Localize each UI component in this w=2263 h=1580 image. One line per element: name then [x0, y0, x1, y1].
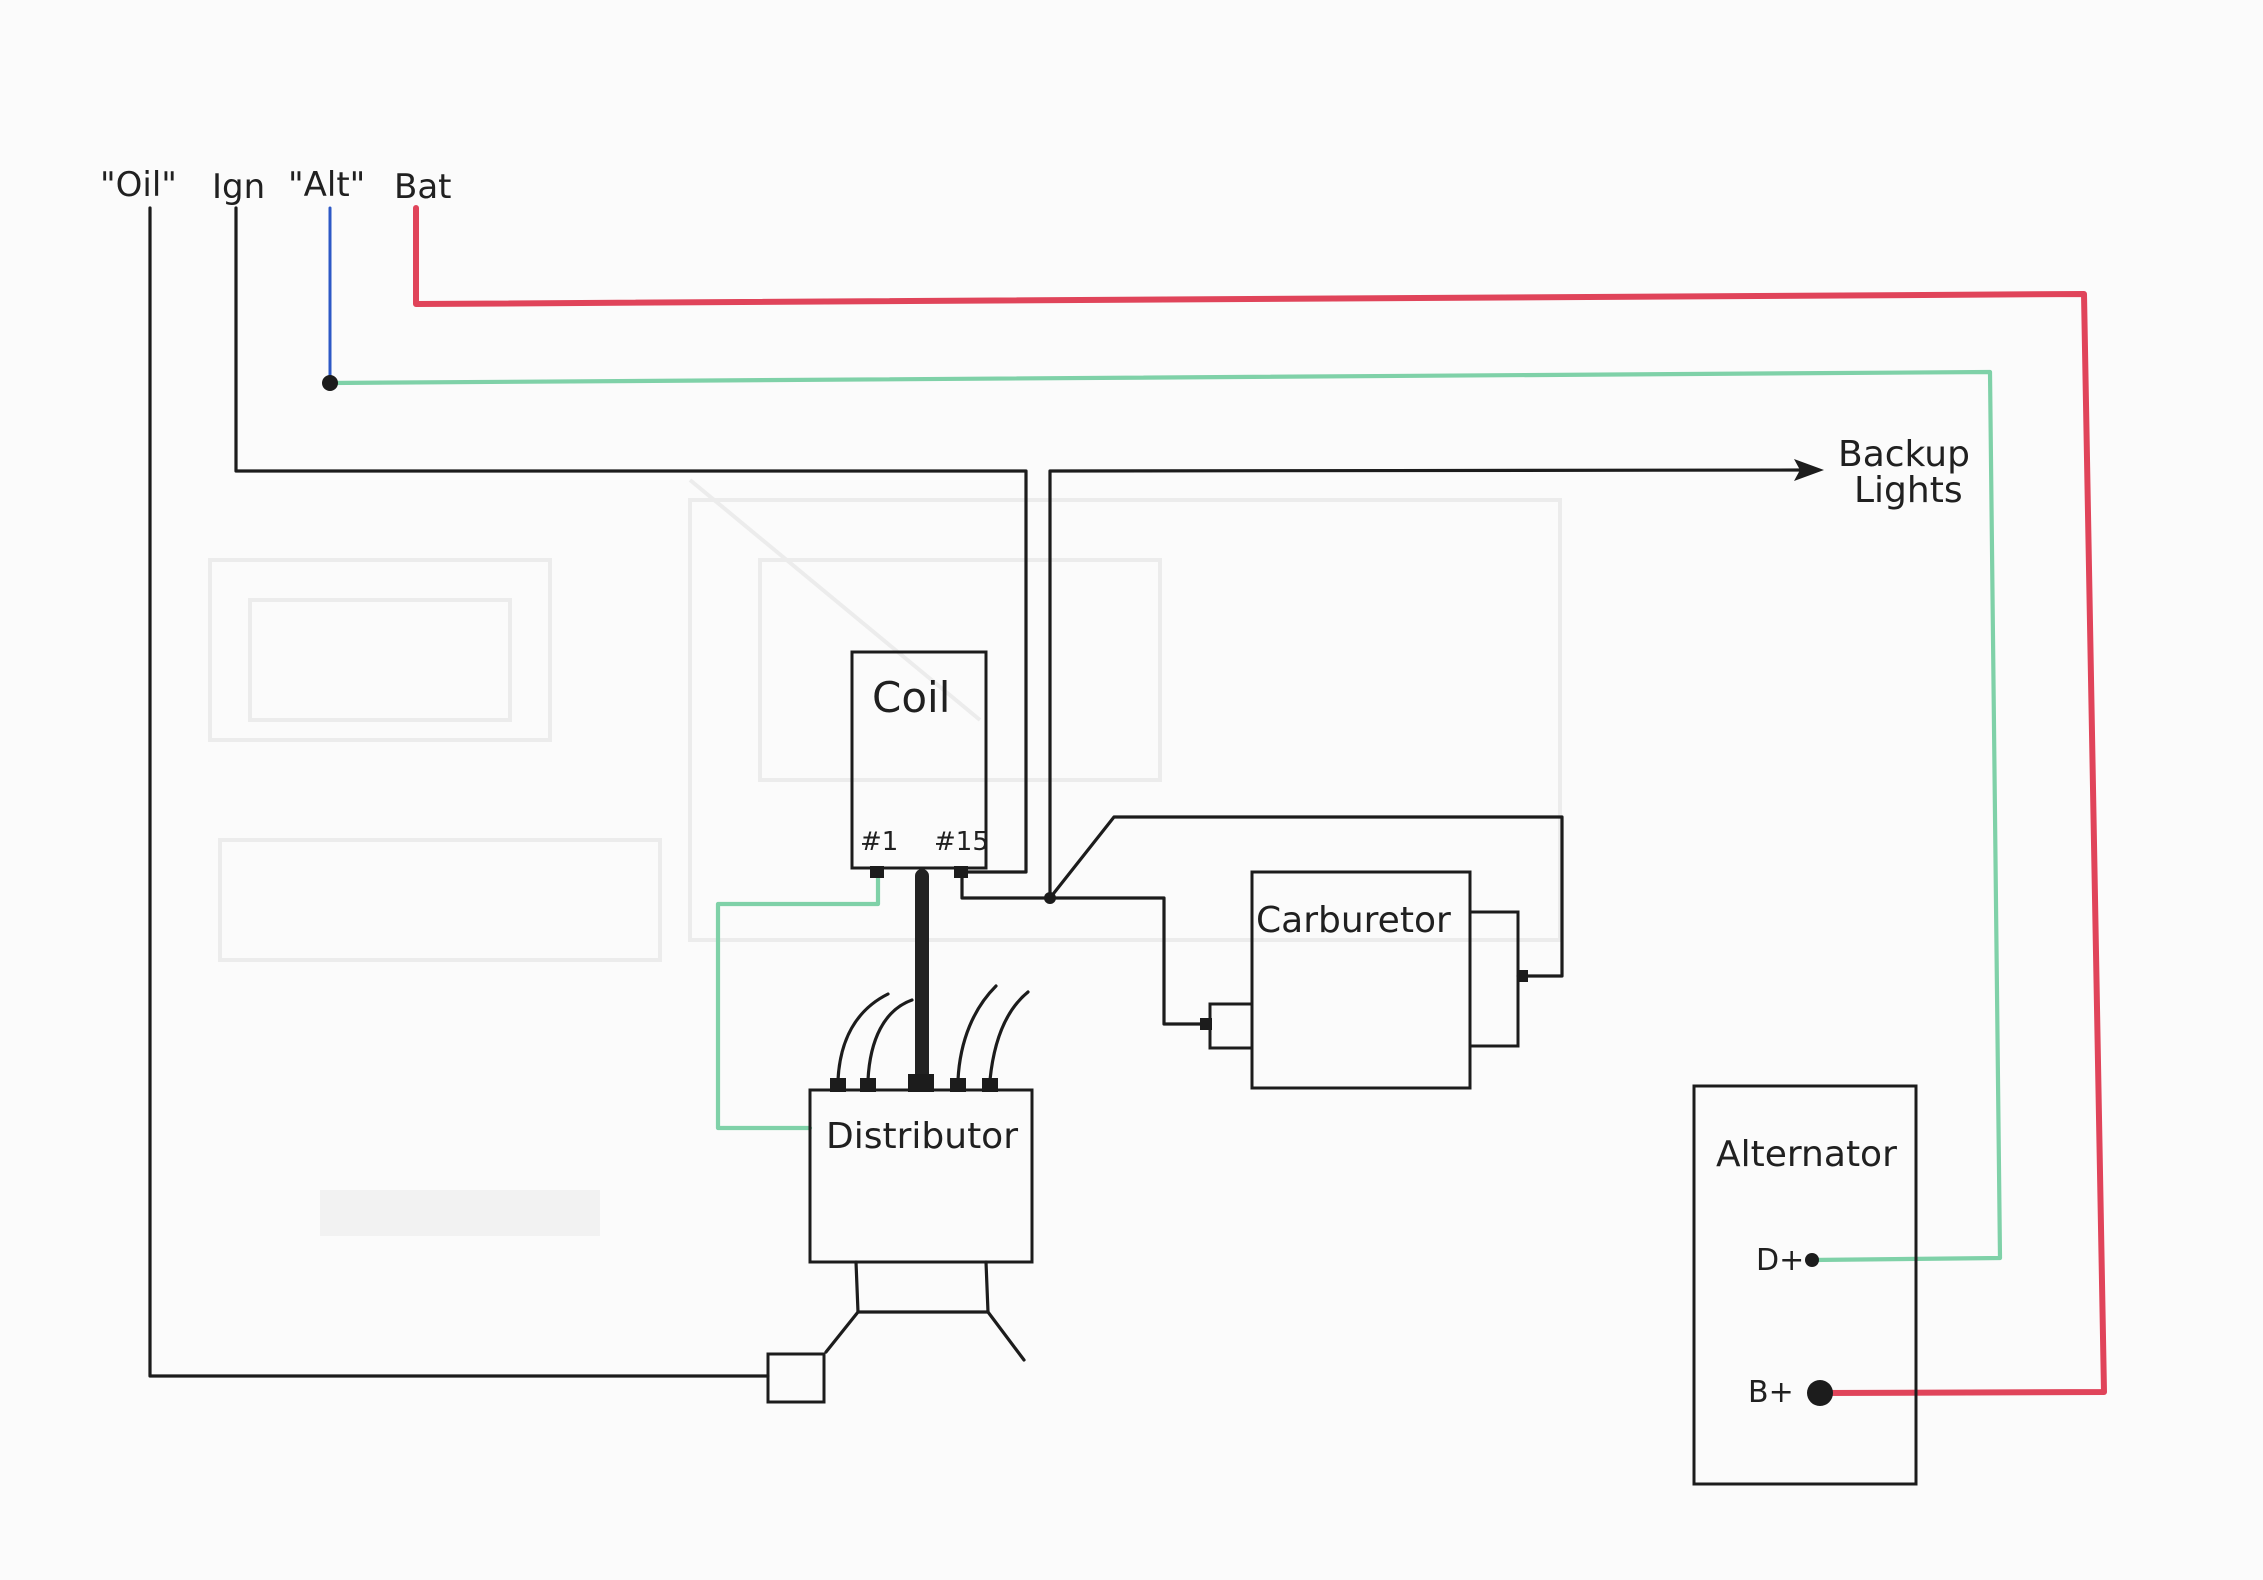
carburetor-label: Carburetor [1256, 900, 1451, 941]
coil-terminal-15-label: #15 [934, 827, 989, 857]
alt-label: "Alt" [288, 165, 365, 205]
coil-15-wire [960, 870, 1052, 900]
distributor-label: Distributor [826, 1116, 1018, 1157]
backup-lights-label: Backup Lights [1838, 434, 1970, 511]
carburetor-left-terminal [1200, 1018, 1212, 1030]
coil-terminal-1-label: #1 [860, 827, 898, 857]
ignition-wire [234, 206, 1028, 874]
coil-terminal-1 [870, 866, 884, 878]
backup-label-line1: Backup [1838, 434, 1970, 475]
distributor: Distributor [766, 1074, 1034, 1404]
battery-wire [413, 205, 2107, 1396]
alt-junction-dot [322, 375, 338, 391]
alternator-label: Alternator [1716, 1134, 1897, 1175]
ignition-junction-dot [1044, 892, 1056, 904]
distributor-terminals [830, 1074, 998, 1092]
d-plus-label: D+ [1756, 1243, 1804, 1278]
carb-right-wire [1048, 815, 1564, 978]
harness-labels: "Oil" Ign "Alt" Bat [100, 165, 452, 207]
oil-wire [148, 206, 770, 1378]
b-plus-label: B+ [1748, 1375, 1794, 1410]
distributor-base [824, 1260, 1026, 1362]
carburetor-right-terminal [1518, 970, 1528, 982]
d-plus-terminal [1805, 1253, 1819, 1267]
spark-plug-leads [836, 984, 1030, 1082]
oil-pressure-sender [766, 1352, 826, 1404]
backup-label-line2: Lights [1854, 470, 1963, 511]
carburetor: Carburetor [1200, 870, 1528, 1090]
alt-charge-wire [327, 369, 2003, 1263]
alternator: Alternator D+ B+ [1692, 1084, 1918, 1486]
ign-label: Ign [212, 167, 265, 207]
coil-terminal-15 [954, 866, 968, 878]
carb-left-wire [1048, 896, 1202, 1026]
backup-lights-arrowhead [1794, 459, 1824, 481]
coil-label: Coil [872, 673, 950, 722]
coil: Coil #1 #15 [850, 650, 989, 878]
b-plus-terminal [1807, 1380, 1833, 1406]
paper-bleed-through [208, 478, 1562, 1236]
backup-lights-wire [1048, 468, 1810, 900]
coil-to-distributor-wire [715, 869, 881, 1131]
bat-label: Bat [394, 167, 452, 207]
oil-label: "Oil" [100, 165, 177, 205]
